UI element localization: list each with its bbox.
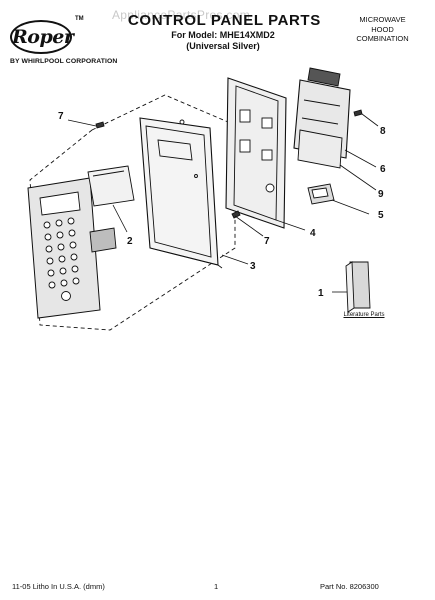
callout-4: 4 bbox=[310, 228, 316, 239]
brand-name: Roper bbox=[12, 26, 74, 48]
trademark-mark: TM bbox=[75, 16, 84, 22]
callout-7a: 7 bbox=[58, 111, 64, 122]
keypad-panel bbox=[27, 177, 117, 319]
brand-logo: Roper bbox=[10, 20, 74, 54]
control-bracket bbox=[225, 77, 287, 229]
corporation-line: BY WHIRLPOOL CORPORATION bbox=[10, 58, 118, 65]
product-line-3: COMBINATION bbox=[356, 34, 409, 43]
callout-8: 8 bbox=[380, 126, 386, 137]
page-number: 1 bbox=[214, 582, 219, 591]
callout-9: 9 bbox=[378, 189, 384, 200]
screws bbox=[95, 109, 363, 219]
keypad-buttons bbox=[43, 217, 80, 301]
product-type: MICROWAVE HOOD COMBINATION bbox=[340, 15, 425, 44]
page-title: CONTROL PANEL PARTS bbox=[128, 12, 321, 29]
callout-5: 5 bbox=[378, 210, 384, 221]
print-info: 11-05 Litho In U.S.A. (dmm) bbox=[12, 582, 105, 591]
display-lens bbox=[87, 165, 135, 207]
secondary-board bbox=[297, 129, 343, 169]
product-line-1: MICROWAVE bbox=[359, 15, 406, 24]
callout-2: 2 bbox=[127, 236, 133, 247]
product-line-2: HOOD bbox=[371, 24, 394, 34]
callout-7b: 7 bbox=[264, 236, 270, 247]
finish-line: (Universal Silver) bbox=[186, 41, 260, 51]
leader-lines bbox=[67, 113, 379, 293]
callout-6: 6 bbox=[380, 164, 386, 175]
literature-parts-label: Literature Parts bbox=[343, 312, 385, 318]
assembly-outline bbox=[29, 94, 236, 331]
watermark: AppliancePartsPros.com bbox=[112, 8, 250, 22]
literature-booklet bbox=[345, 261, 371, 313]
part-number: Part No. 8206300 bbox=[320, 582, 379, 591]
model-line: For Model: MHE14XMD2 bbox=[171, 30, 275, 40]
control-panel-frame bbox=[139, 117, 223, 269]
callout-3: 3 bbox=[250, 261, 256, 272]
callout-1: 1 bbox=[318, 288, 324, 299]
ribbon-cable bbox=[89, 227, 117, 253]
door-switch-bracket bbox=[307, 183, 335, 205]
